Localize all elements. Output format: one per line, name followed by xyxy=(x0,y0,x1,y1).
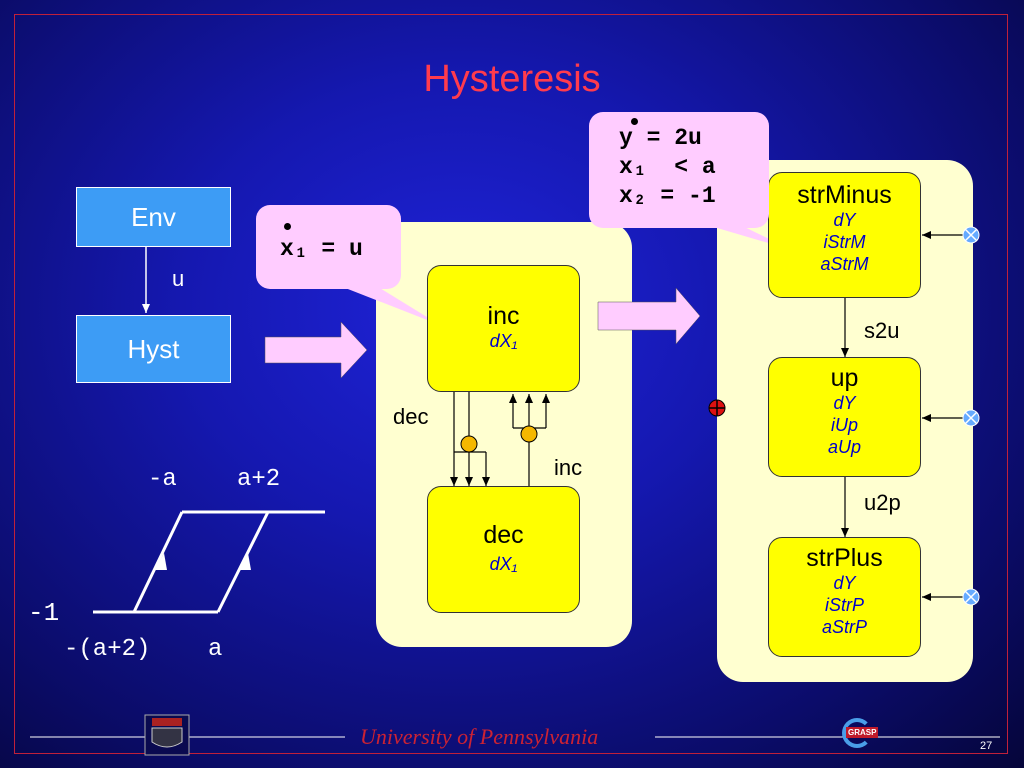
footer-university: University of Pennsylvania xyxy=(360,724,599,749)
state-strplus-line2: iStrP xyxy=(824,595,864,615)
state-strplus-line3: aStrP xyxy=(821,617,868,637)
state-strminus-line3: aStrM xyxy=(820,254,869,274)
callout-right-eq3: x₂ = -1 xyxy=(619,183,716,209)
transition-u2p-label: u2p xyxy=(864,490,901,515)
graph-label-neg-1: -1 xyxy=(28,598,60,628)
state-dec-flow: dX₁ xyxy=(489,554,518,574)
graph-label-a-plus-2: a+2 xyxy=(237,466,281,493)
slide-title: Hysteresis xyxy=(423,58,601,100)
u-label: u xyxy=(172,266,185,291)
entry-point-icon xyxy=(962,409,980,427)
transition-inc-label: inc xyxy=(554,455,583,480)
state-up-line3: aUp xyxy=(827,437,862,457)
state-up-line1: dY xyxy=(833,393,856,413)
state-strminus: strMinus dY iStrM aStrM xyxy=(768,172,921,298)
callout-left-equation: x₁ = u xyxy=(280,236,363,262)
state-dec-name: dec xyxy=(483,521,524,549)
penn-logo xyxy=(144,714,190,756)
state-up-line2: iUp xyxy=(830,415,858,435)
grasp-logo-text: GRASP xyxy=(846,727,879,738)
state-inc-flow: dX₁ xyxy=(489,331,518,351)
exit-point-icon xyxy=(708,399,726,417)
refine-arrow-left xyxy=(264,321,368,379)
state-strminus-line2: iStrM xyxy=(823,232,866,252)
state-up: up dY iUp aUp xyxy=(768,357,921,477)
graph-label-a: a xyxy=(208,636,223,663)
hyst-box: Hyst xyxy=(76,315,231,383)
grasp-logo: GRASP xyxy=(838,716,882,752)
graph-label-neg-a-plus-2: -(a+2) xyxy=(64,636,151,663)
state-up-name: up xyxy=(830,364,859,392)
callout-right: y = 2u x₁ < a x₂ = -1 xyxy=(589,112,769,228)
refine-arrow-right xyxy=(597,287,701,345)
state-strminus-line1: dY xyxy=(833,210,856,230)
hysteresis-loop-graph xyxy=(93,510,325,614)
state-strminus-name: strMinus xyxy=(797,181,892,209)
slide-frame xyxy=(14,14,1008,754)
state-inc: inc dX₁ xyxy=(427,265,580,392)
entry-point-icon xyxy=(962,588,980,606)
transition-s2u-label: s2u xyxy=(864,318,900,343)
callout-right-eq1: y = 2u xyxy=(619,125,702,151)
page-number: 27 xyxy=(980,740,993,752)
graph-label-neg-a: -a xyxy=(148,466,177,493)
state-inc-name: inc xyxy=(487,302,520,330)
state-strplus: strPlus dY iStrP aStrP xyxy=(768,537,921,657)
callout-left: x₁ = u xyxy=(256,205,401,289)
transition-dec-label: dec xyxy=(393,404,429,429)
state-strplus-line1: dY xyxy=(833,573,856,593)
entry-point-icon xyxy=(962,226,980,244)
env-box: Env xyxy=(76,187,231,247)
callout-right-eq2: x₁ < a xyxy=(619,154,716,180)
state-strplus-name: strPlus xyxy=(806,544,883,572)
state-dec: dec dX₁ xyxy=(427,486,580,613)
